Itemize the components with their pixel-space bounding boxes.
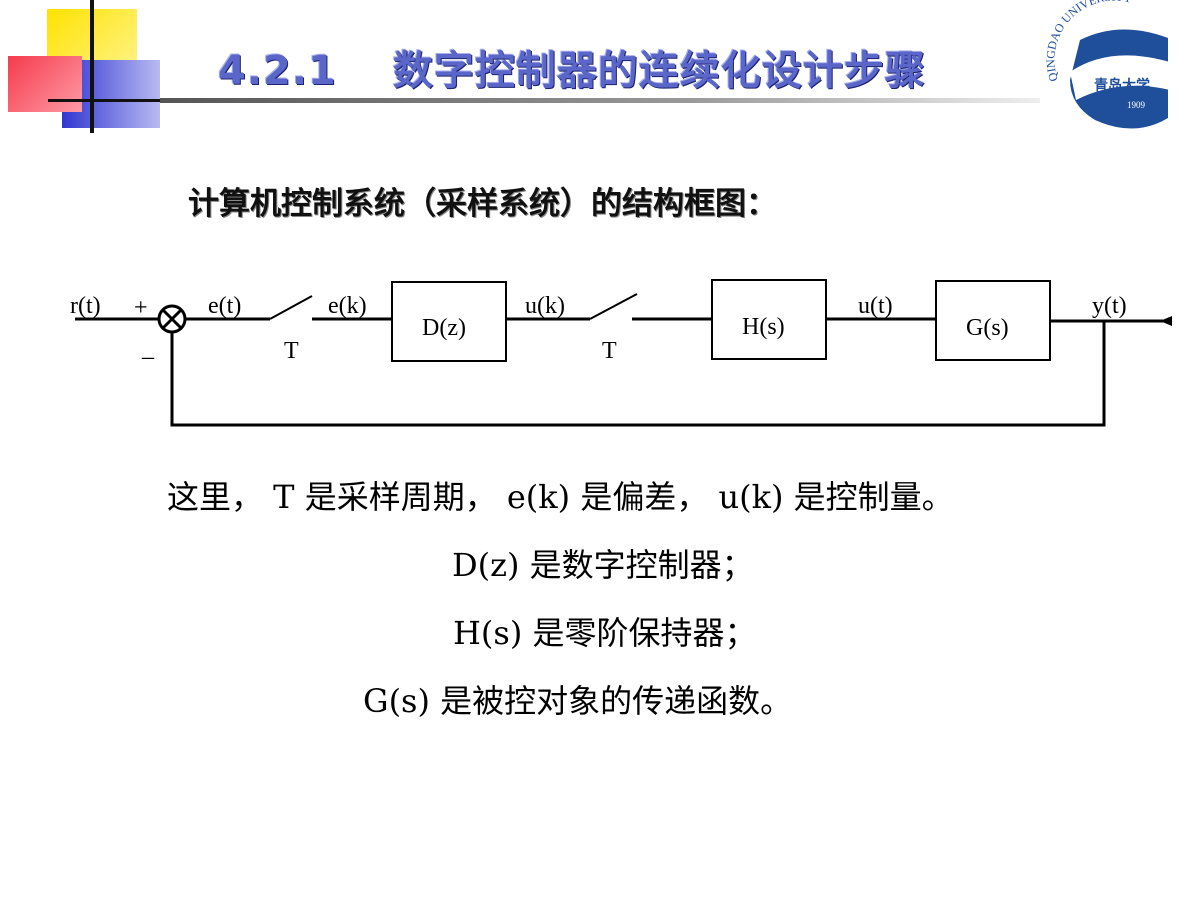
block-gs (935, 280, 1051, 361)
explanation-line-4: G(s) 是被控对象的传递函数。 (363, 682, 793, 720)
output-arrow (1160, 316, 1172, 326)
label-et: e(t) (208, 293, 241, 319)
label-ek: e(k) (328, 293, 367, 319)
label-dz: D(z) (422, 315, 466, 341)
logo-chinese-name: 青岛大学 (1094, 77, 1150, 94)
page-title: 4.2.1 数字控制器的连续化设计步骤 (0, 38, 1010, 96)
explanation-line-3: H(s) 是零阶保持器； (453, 614, 757, 652)
diagram-caption: 计算机控制系统（采样系统）的结构框图： (188, 186, 777, 222)
label-yt: y(t) (1092, 293, 1127, 319)
label-hs: H(s) (742, 314, 785, 340)
label-T1: T (284, 338, 299, 364)
label-r: r(t) (70, 293, 101, 319)
block-hs (711, 279, 827, 360)
sampler-switch-2 (589, 293, 638, 320)
label-T2: T (602, 338, 617, 364)
logo-year: 1909 (1127, 100, 1146, 110)
deco-vertical-line (90, 0, 94, 133)
deco-horizontal-line (48, 99, 166, 102)
explanation-line-1: 这里， T 是采样周期， e(k) 是偏差， u(k) 是控制量。 (167, 478, 954, 516)
deco-red-square (8, 56, 82, 112)
label-plus: + (134, 295, 148, 321)
summing-junction (157, 304, 187, 334)
label-uk: u(k) (525, 293, 565, 319)
section-number: 4.2.1 (218, 48, 337, 94)
header-underline (160, 98, 1040, 103)
section-title: 数字控制器的连续化设计步骤 (392, 48, 926, 94)
sampler-switch-1 (269, 295, 313, 320)
feedback-path (170, 321, 1106, 427)
explanation-line-2: D(z) 是数字控制器； (452, 546, 754, 584)
block-dz (391, 281, 507, 362)
university-logo: QINGDAO UNIVERSITY 青岛大学 1909 (1043, 0, 1178, 132)
label-ut: u(t) (858, 293, 893, 319)
label-gs: G(s) (966, 315, 1009, 341)
label-minus: _ (141, 336, 155, 362)
